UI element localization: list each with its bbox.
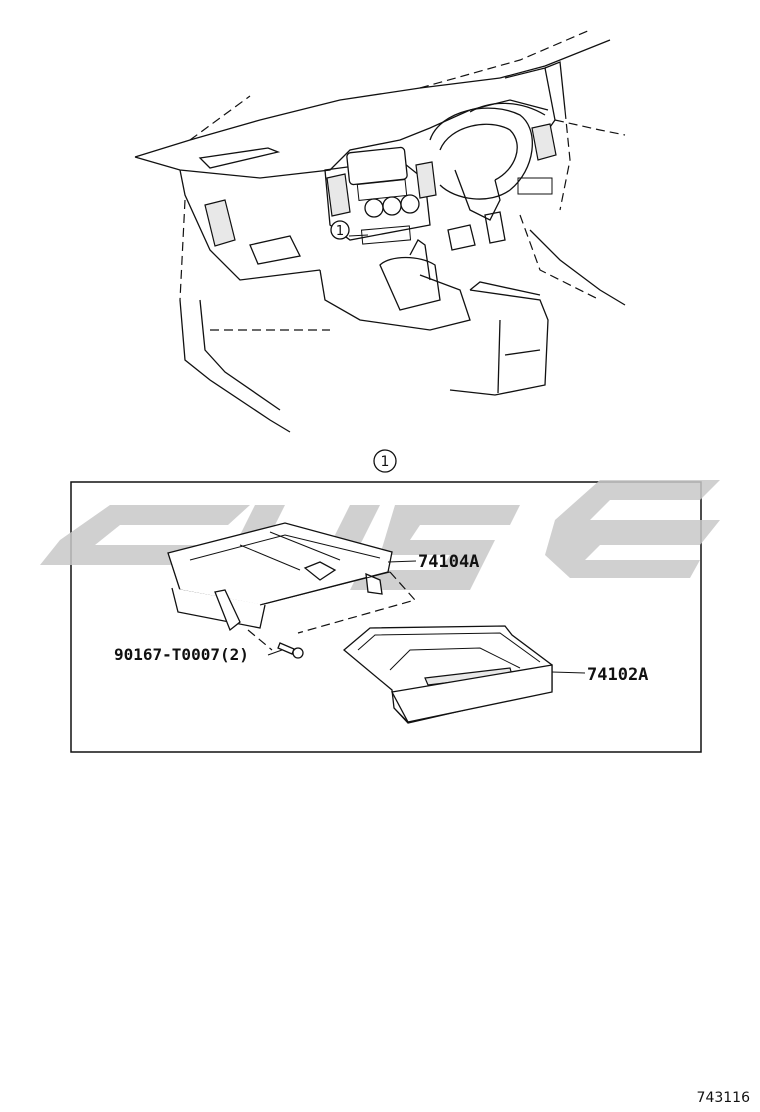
callout-circle-detail bbox=[373, 449, 397, 473]
part-label-1: 74104A bbox=[418, 552, 479, 572]
tray-illustration bbox=[342, 625, 586, 724]
callout-number-detail: 1 bbox=[381, 454, 390, 470]
callout-circle-overview bbox=[330, 220, 350, 240]
part-label-3: 90167-T0007(2) bbox=[114, 645, 249, 664]
detail-frame bbox=[70, 481, 702, 753]
callout-number-overview: 1 bbox=[336, 224, 344, 239]
screw-illustration bbox=[267, 642, 304, 659]
holder-assembly-illustration bbox=[167, 522, 417, 651]
diagram-reference-number: 743116 bbox=[697, 1090, 751, 1106]
dashboard-overview-illustration: 1 bbox=[134, 29, 626, 433]
part-label-2: 74102A bbox=[587, 665, 648, 685]
